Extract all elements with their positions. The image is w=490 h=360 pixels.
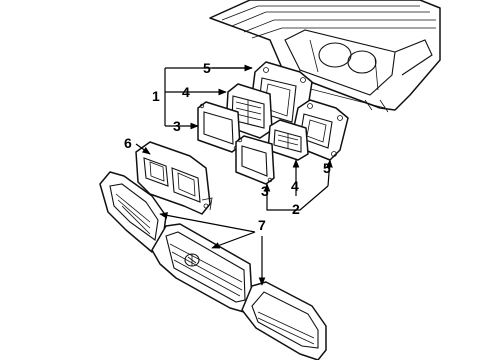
callout-1: 1	[152, 88, 160, 104]
headlamp-mounting-panel	[135, 141, 213, 215]
callout-3-upper: 3	[173, 118, 181, 134]
headlamp-retaining-ring-lower	[235, 135, 275, 185]
callout-5-upper: 5	[203, 60, 211, 76]
callout-7: 7	[258, 217, 266, 233]
callout-3-lower: 3	[261, 183, 269, 199]
callout-5-lower: 5	[323, 160, 331, 176]
callout-2: 2	[292, 201, 300, 217]
leader-lines	[135, 64, 333, 286]
callout-4-lower: 4	[291, 178, 299, 194]
callout-4-upper: 4	[182, 84, 190, 100]
grille-panel-right	[241, 281, 327, 360]
grille-panel-center	[151, 223, 253, 313]
callout-6: 6	[124, 135, 132, 151]
sealed-beam-lamp-lower	[267, 119, 309, 161]
